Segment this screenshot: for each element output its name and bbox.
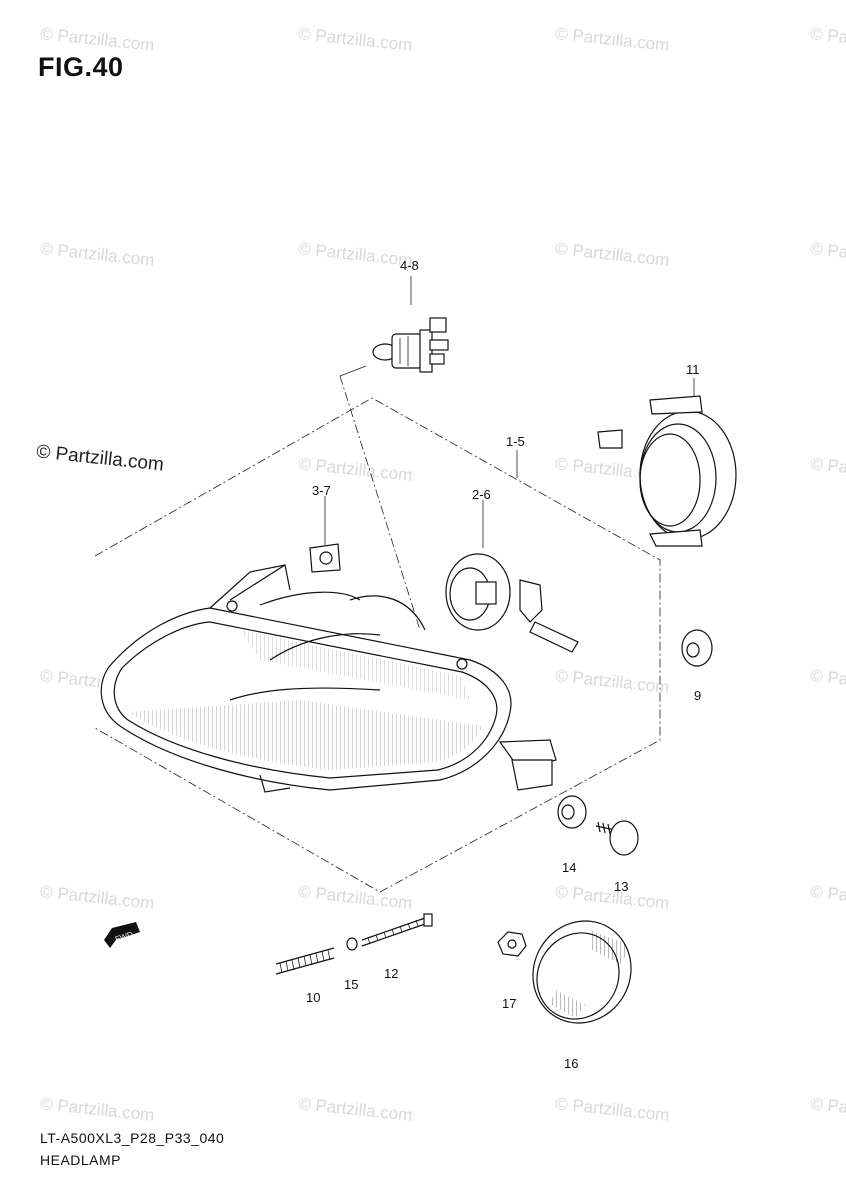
- reflector: [532, 920, 632, 1024]
- clip-nut: [309, 543, 341, 573]
- callout-13: 13: [614, 879, 629, 894]
- rubber-cover: [597, 395, 737, 547]
- leader-lines: [324, 276, 695, 631]
- callout-14: 14: [562, 860, 577, 875]
- diagram-name: HEADLAMP: [40, 1152, 122, 1168]
- figure-title: FIG.40: [38, 52, 124, 82]
- diagram-code: LT-A500XL3_P28_P33_040: [40, 1130, 225, 1146]
- bulb-socket: [445, 553, 579, 653]
- nut: [497, 931, 527, 957]
- assembly-boundary: [94, 397, 661, 893]
- grommet: [681, 629, 713, 667]
- cushion: [557, 795, 587, 829]
- spring: [275, 947, 335, 975]
- callout-11: 11: [686, 362, 700, 377]
- callout-15: 15: [344, 977, 359, 992]
- callout-4-8: 4-8: [400, 258, 419, 273]
- callout-10: 10: [306, 990, 321, 1005]
- headlamp-housing: [100, 564, 557, 793]
- callout-16: 16: [564, 1056, 579, 1071]
- callout-2-6: 2-6: [472, 487, 491, 502]
- callout-12: 12: [384, 966, 399, 981]
- fwd-arrow-icon: FWD: [104, 922, 140, 948]
- adjusting-screw: [361, 913, 433, 947]
- callout-1-5: 1-5: [506, 434, 525, 449]
- callout-9: 9: [694, 688, 702, 703]
- callout-17: 17: [502, 996, 517, 1011]
- bulb: [372, 317, 449, 373]
- callout-3-7: 3-7: [312, 483, 331, 498]
- washer: [346, 937, 358, 951]
- screw: [595, 820, 639, 856]
